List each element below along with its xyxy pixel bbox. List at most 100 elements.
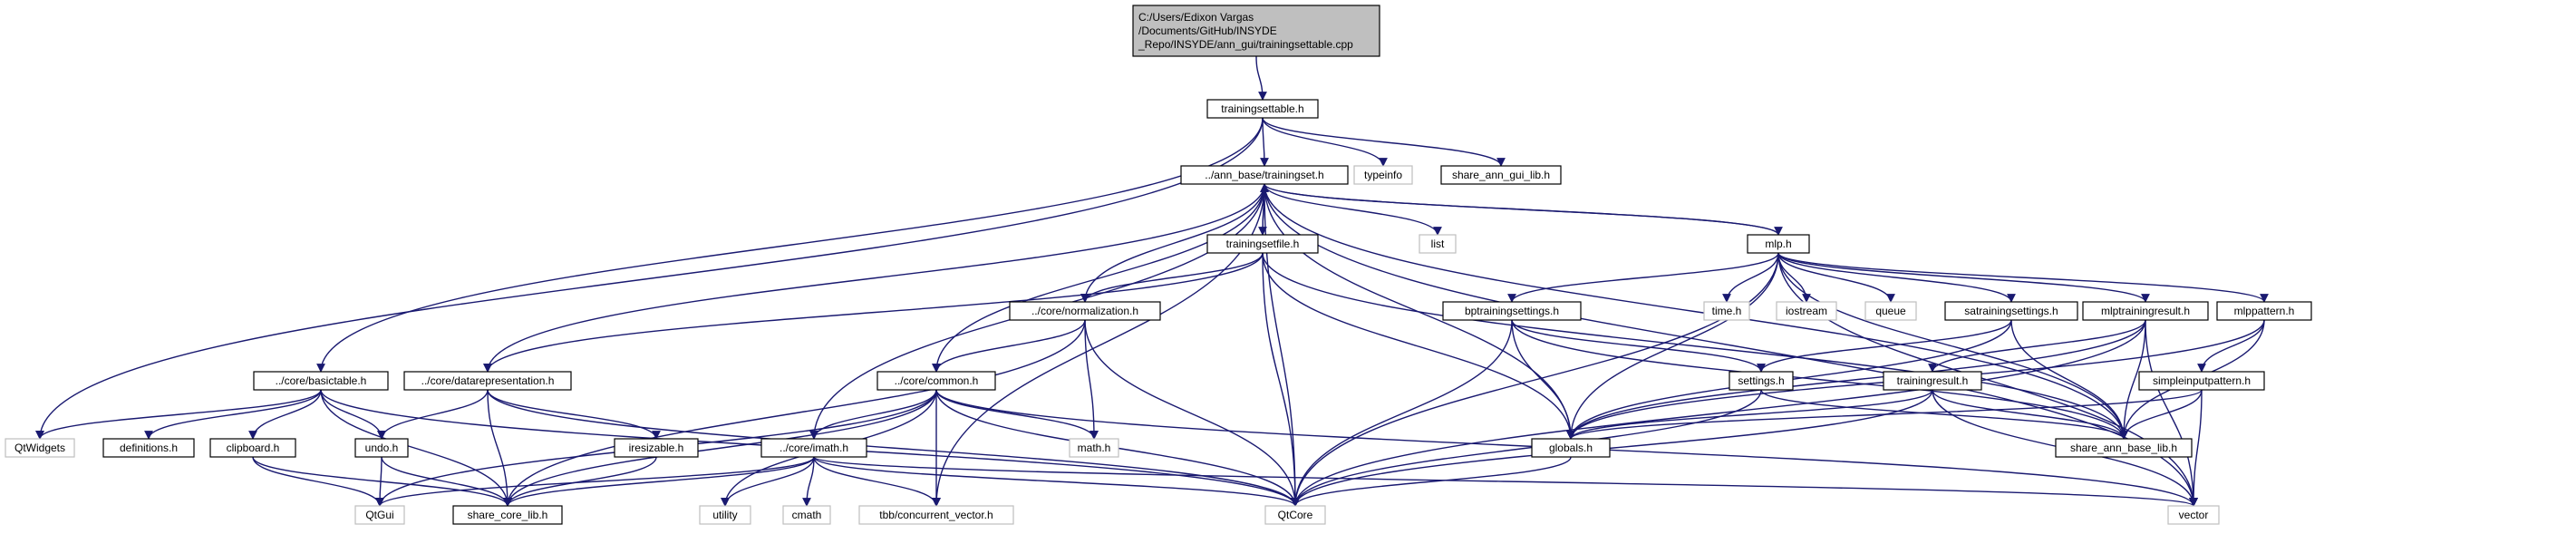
node-root[interactable]: C:/Users/Edixon Vargas/Documents/GitHub/… (1132, 5, 1380, 57)
node-qtwidgets[interactable]: QtWidgets (5, 438, 75, 458)
node-label: bptrainingsettings.h (1465, 305, 1559, 317)
edge-undo-to-share_core_lib (381, 456, 512, 507)
node-mlp[interactable]: mlp.h (1747, 234, 1810, 254)
node-common[interactable]: ../core/common.h (876, 371, 996, 391)
edge-bptrainingsettings-to-settings (1511, 319, 1766, 373)
node-list[interactable]: list (1419, 234, 1457, 254)
node-satrainingsettings[interactable]: satrainingsettings.h (1944, 301, 2078, 321)
node-bptrainingsettings[interactable]: bptrainingsettings.h (1442, 301, 1582, 321)
node-box (1132, 5, 1380, 57)
node-label: tbb/concurrent_vector.h (879, 509, 993, 521)
node-label: share_core_lib.h (468, 509, 548, 521)
node-label: trainingresult.h (1897, 374, 1969, 387)
node-mathh[interactable]: math.h (1069, 438, 1119, 458)
node-globals[interactable]: globals.h (1531, 438, 1611, 458)
node-box (1419, 234, 1457, 254)
edge-mlptrainingresult-to-share_ann_base_lib (2119, 319, 2146, 440)
node-label: ../core/datarepresentation.h (421, 374, 555, 387)
edge-trainingsetfile-to-globals (1262, 252, 1575, 440)
edge-mlp-to-share_ann_base_lib (1777, 252, 2128, 440)
node-box (253, 371, 389, 391)
edge-datarepresentation-to-undo (377, 389, 489, 440)
edge-trainingsetfile-to-share_ann_base_lib (1262, 252, 2128, 440)
node-settings[interactable]: settings.h (1729, 371, 1794, 391)
edge-common-to-imath (809, 389, 937, 440)
node-qtcore[interactable]: QtCore (1264, 505, 1326, 525)
node-undo[interactable]: undo.h (354, 438, 409, 458)
node-datarepresentation[interactable]: ../core/datarepresentation.h (403, 371, 572, 391)
edge-basictable-to-qtwidgets (35, 389, 322, 440)
node-box (1729, 371, 1794, 391)
node-label: QtGui (365, 509, 393, 521)
node-cmath[interactable]: cmath (782, 505, 831, 525)
node-box (1206, 99, 1319, 119)
node-box (2216, 301, 2312, 321)
node-clipboard[interactable]: clipboard.h (209, 438, 296, 458)
edge-common-to-mathh (935, 389, 1099, 440)
edge-mlp-to-globals (1566, 252, 1779, 440)
edge-mlp-to-satrainingsettings (1777, 252, 2016, 303)
edge-trainingset-to-list (1264, 183, 1442, 236)
node-label: share_ann_gui_lib.h (1452, 169, 1550, 181)
edge-simpleinputpattern-to-share_ann_base_lib (2119, 389, 2203, 440)
node-trainingresult[interactable]: trainingresult.h (1883, 371, 1982, 391)
edge-imath-to-concurrent_vector (813, 456, 941, 507)
edge-mlp-to-qtcore (1291, 252, 1779, 507)
node-label: QtWidgets (15, 442, 65, 454)
node-simpleinputpattern[interactable]: simpleinputpattern.h (2138, 371, 2265, 391)
edge-normalization-to-qtcore (1084, 319, 1300, 507)
node-concurrent-vector[interactable]: tbb/concurrent_vector.h (858, 505, 1014, 525)
edge-trainingset-to-concurrent_vector (932, 183, 1265, 507)
node-normalization[interactable]: ../core/normalization.h (1009, 301, 1161, 321)
node-vector[interactable]: vector (2167, 505, 2220, 525)
node-label: cmath (792, 509, 822, 521)
node-box (1883, 371, 1982, 391)
edge-trainingresult-to-qtcore (1291, 389, 1933, 507)
node-iostream[interactable]: iostream (1776, 301, 1837, 321)
node-box (782, 505, 831, 525)
node-box (1180, 165, 1349, 185)
node-trainingset[interactable]: ../ann_base/trainingset.h (1180, 165, 1349, 185)
edge-datarepresentation-to-iresizable (487, 389, 661, 440)
node-share-core-lib[interactable]: share_core_lib.h (452, 505, 563, 525)
node-label: utility (712, 509, 737, 521)
node-box (1864, 301, 1917, 321)
node-timeh[interactable]: time.h (1703, 301, 1750, 321)
node-label: satrainingsettings.h (1964, 305, 2058, 317)
node-qtgui[interactable]: QtGui (354, 505, 405, 525)
node-label: queue (1875, 305, 1906, 317)
edge-bptrainingsettings-to-qtcore (1291, 319, 1513, 507)
node-box (2082, 301, 2209, 321)
node-typeinfo[interactable]: typeinfo (1353, 165, 1413, 185)
node-queue[interactable]: queue (1864, 301, 1917, 321)
edge-trainingsettable-to-share_ann_gui_lib (1262, 117, 1506, 167)
node-trainingsettable[interactable]: trainingsettable.h (1206, 99, 1319, 119)
node-mlppattern[interactable]: mlppattern.h (2216, 301, 2312, 321)
node-mlptrainingresult[interactable]: mlptrainingresult.h (2082, 301, 2209, 321)
edge-satrainingsettings-to-settings (1757, 319, 2012, 373)
node-imath[interactable]: ../core/imath.h (760, 438, 867, 458)
edge-simpleinputpattern-to-globals (1566, 389, 2203, 440)
node-definitions[interactable]: definitions.h (102, 438, 195, 458)
node-box (1069, 438, 1119, 458)
node-label: share_ann_base_lib.h (2070, 442, 2177, 454)
node-label: vector (2179, 509, 2209, 521)
node-box (614, 438, 699, 458)
node-label: iresizable.h (629, 442, 684, 454)
node-box (858, 505, 1014, 525)
node-box (699, 505, 751, 525)
node-share-ann-gui-lib[interactable]: share_ann_gui_lib.h (1440, 165, 1562, 185)
node-box (1747, 234, 1810, 254)
node-iresizable[interactable]: iresizable.h (614, 438, 699, 458)
edge-trainingsetfile-to-qtcore (1262, 252, 1300, 507)
node-utility[interactable]: utility (699, 505, 751, 525)
node-share-ann-base-lib[interactable]: share_ann_base_lib.h (2055, 438, 2193, 458)
edge-mlptrainingresult-to-vector (2145, 319, 2198, 507)
node-trainingsetfile[interactable]: trainingsetfile.h (1206, 234, 1319, 254)
node-label: ../core/common.h (895, 374, 979, 387)
node-basictable[interactable]: ../core/basictable.h (253, 371, 389, 391)
node-label: /Documents/GitHub/INSYDE (1138, 24, 1277, 37)
edge-trainingset-to-share_ann_base_lib (1264, 183, 2128, 440)
edge-mlptrainingresult-to-trainingresult (1928, 319, 2146, 373)
edge-mlptrainingresult-to-qtcore (1291, 319, 2146, 507)
